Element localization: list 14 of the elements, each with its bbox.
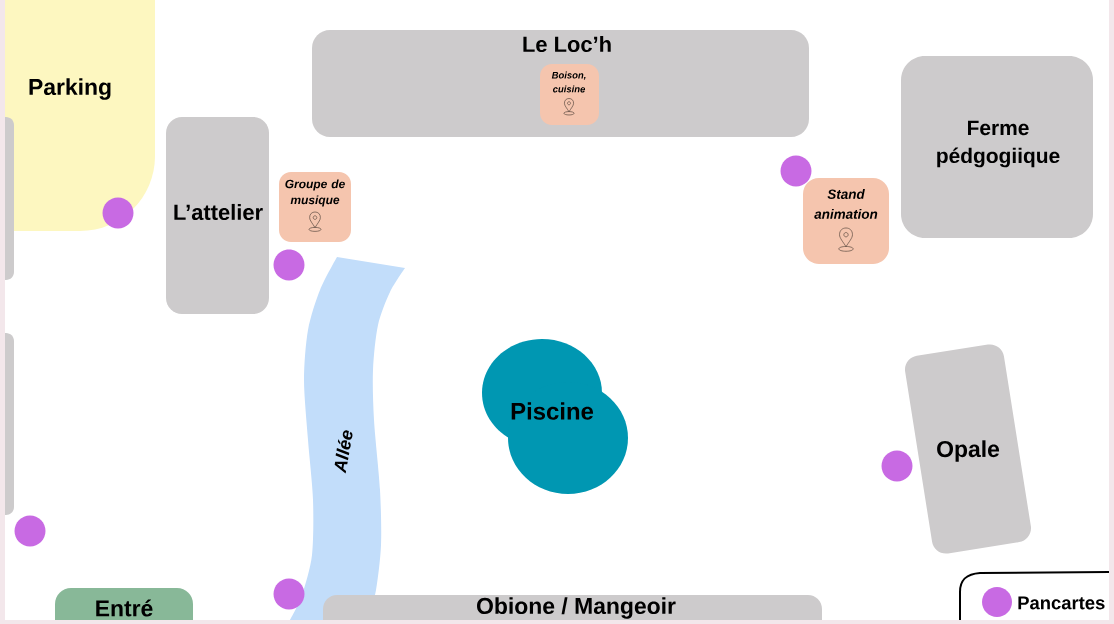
activity-tag: Groupe de musique	[279, 172, 351, 242]
building: L’attelier	[166, 117, 269, 314]
legend-label: Pancartes	[1018, 596, 1105, 610]
walkway: Allée	[290, 257, 405, 620]
building: Ferme pédgogiique	[901, 56, 1093, 238]
building: Obione / Mangeoir	[323, 595, 822, 620]
pool: Piscine	[482, 339, 628, 494]
entrance-area: Entré	[55, 588, 193, 620]
building: Opale	[905, 344, 1031, 554]
building	[5, 333, 14, 515]
parking-area: Parking	[5, 0, 155, 231]
activity-tag: Stand animation	[803, 178, 889, 264]
activity-tag: Boison, cuisine	[540, 64, 599, 125]
building	[5, 117, 14, 280]
